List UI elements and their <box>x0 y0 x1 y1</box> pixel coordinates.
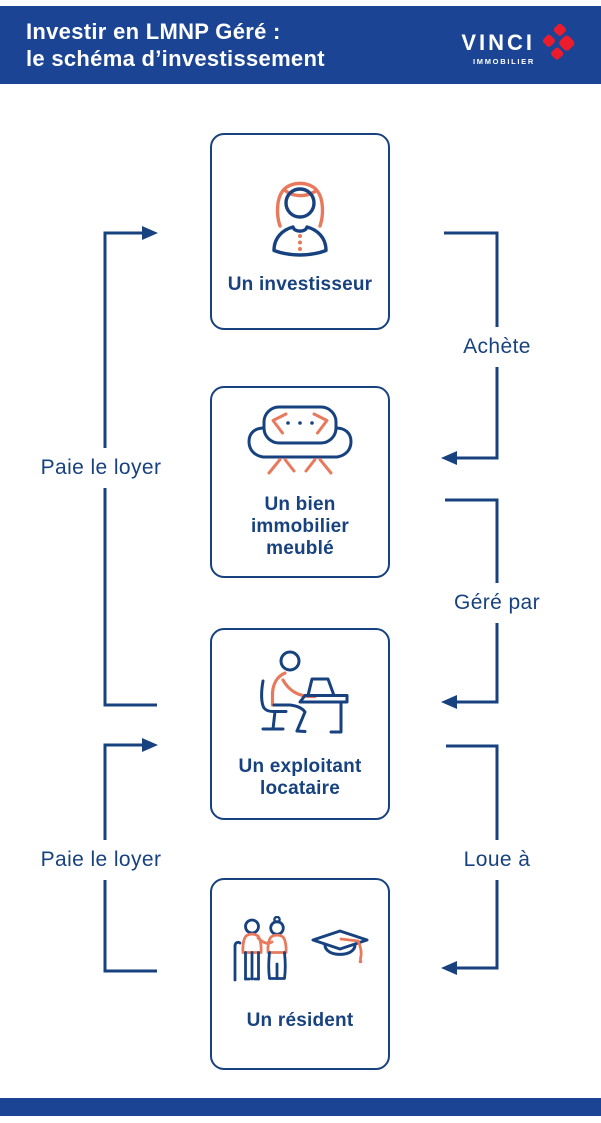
flow-label-gere-par: Géré par <box>447 583 547 623</box>
page-title: Investir en LMNP Géré : le schéma d’inve… <box>26 19 325 71</box>
flow-label-paie-le-loyer-2: Paie le loyer <box>34 840 168 880</box>
node-bien-immobilier: Un bien immobilier meublé <box>210 386 390 578</box>
sofa-icon <box>247 405 353 475</box>
node-exploitant: Un exploitant locataire <box>210 628 390 820</box>
vinci-immobilier-label: IMMOBILIER <box>473 57 535 66</box>
arrowhead-gere-par <box>441 695 457 709</box>
node-investisseur: Un investisseur <box>210 133 390 330</box>
person-at-desk-icon <box>260 650 349 734</box>
node-resident: Un résident <box>210 878 390 1070</box>
vinci-wordmark: VINCI <box>461 30 535 55</box>
node-label-bien-immobilier: Un bien immobilier meublé <box>250 493 350 560</box>
footer-bar <box>0 1098 601 1116</box>
vinci-emblem-icon <box>542 24 575 60</box>
flow-label-paie-le-loyer-1: Paie le loyer <box>34 448 168 488</box>
arrowhead-paie-le-loyer-2 <box>142 738 158 752</box>
arrowhead-paie-le-loyer-1 <box>142 226 158 240</box>
node-label-investisseur: Un investisseur <box>227 274 373 296</box>
investor-icon <box>272 182 328 258</box>
flow-label-achete: Achète <box>457 327 537 367</box>
vinci-logo: VINCI IMMOBILIER <box>461 24 575 66</box>
node-label-resident: Un résident <box>246 1009 354 1031</box>
arrowhead-achete <box>441 451 457 465</box>
header-bar: Investir en LMNP Géré : le schéma d’inve… <box>0 6 601 84</box>
vinci-logo-text: VINCI IMMOBILIER <box>461 24 535 67</box>
node-label-exploitant: Un exploitant locataire <box>238 755 362 799</box>
arrowhead-loue-a <box>441 961 457 975</box>
residents-icon <box>233 915 369 982</box>
flow-label-loue-a: Loue à <box>457 840 537 880</box>
